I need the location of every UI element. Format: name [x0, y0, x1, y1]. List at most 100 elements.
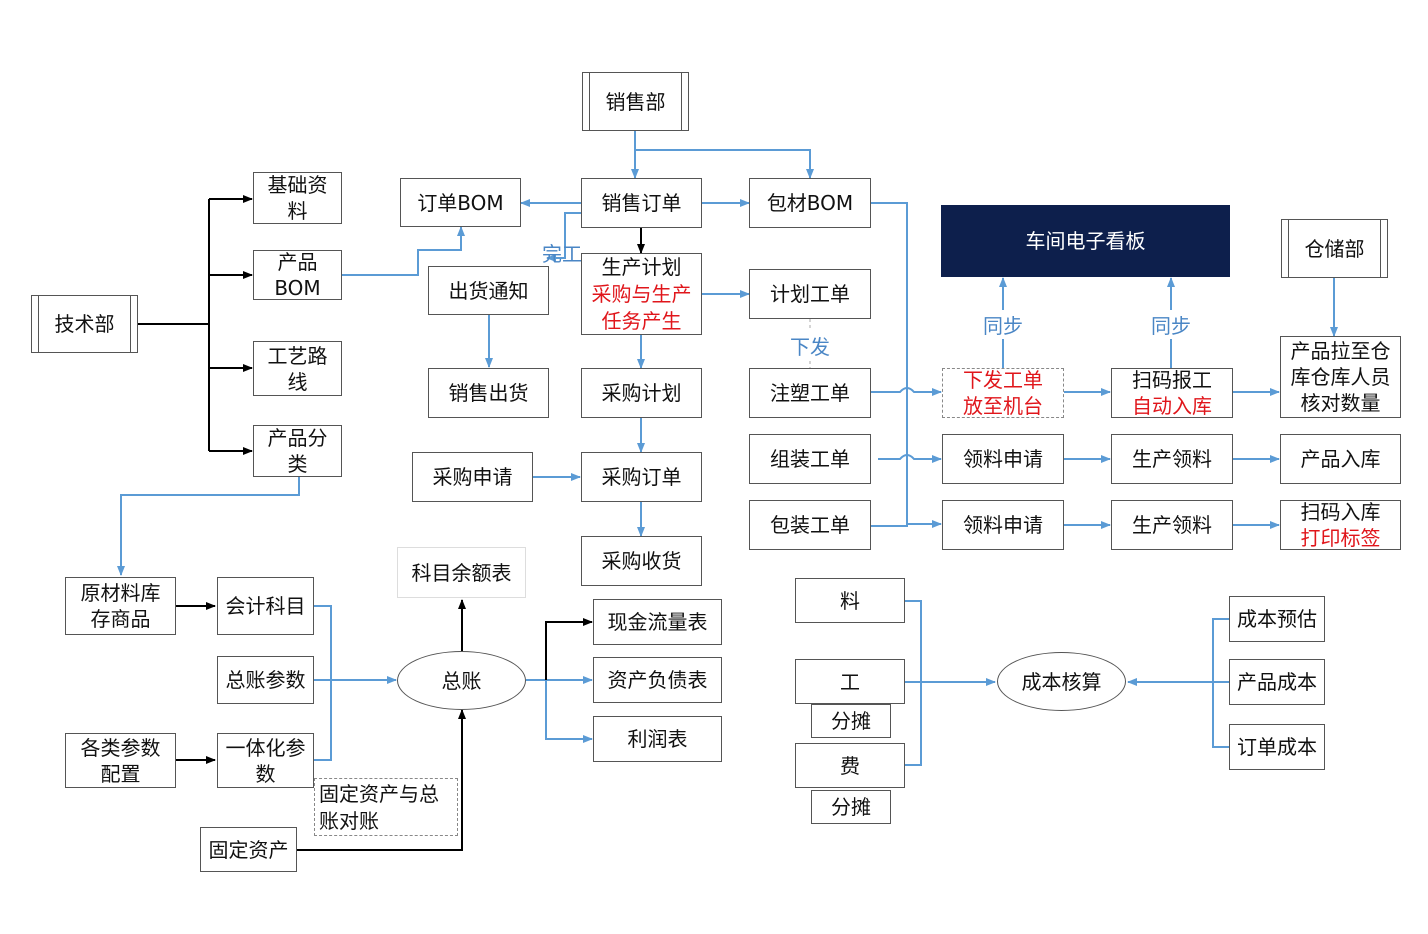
- injection-wo-box: 注塑工单: [749, 368, 871, 418]
- cash-flow-label: 现金流量表: [607, 610, 708, 634]
- kanban-box: 车间电子看板: [941, 205, 1230, 277]
- prod-plan-box: 生产计划 采购与生产任务产生: [581, 253, 702, 335]
- warehouse-dept-label: 仓储部: [1304, 236, 1365, 261]
- general-ledger-ellipse: 总账: [397, 651, 526, 710]
- balance-sheet-label: 资产负债表: [607, 668, 708, 692]
- balance-table-label: 科目余额表: [411, 560, 512, 585]
- dispatch-label: 下发: [790, 331, 830, 360]
- fa-recon-label: 固定资产与总账对账: [319, 782, 439, 833]
- prod-plan-label: 生产计划: [601, 254, 682, 279]
- sales-dept-box: 销售部: [582, 72, 689, 131]
- process-route-label: 工艺路线: [267, 343, 328, 394]
- acct-subject-box: 会计科目: [217, 577, 314, 635]
- purchase-request-box: 采购申请: [412, 452, 533, 502]
- print-label-label: 打印标签: [1300, 526, 1381, 550]
- acct-subject-label: 会计科目: [225, 594, 306, 618]
- prod-pick-1-box: 生产领料: [1111, 434, 1233, 484]
- edge-gl-to-cashflow: [545, 618, 593, 680]
- purchase-order-label: 采购订单: [601, 465, 682, 489]
- packing-wo-label: 包装工单: [770, 513, 850, 537]
- profit-box: 利润表: [593, 716, 722, 762]
- purchase-receive-box: 采购收货: [581, 536, 702, 586]
- expense-alloc-label: 分摊: [831, 795, 871, 819]
- injection-wo-label: 注塑工单: [770, 381, 850, 405]
- fixed-assets-box: 固定资产: [200, 827, 297, 872]
- gl-params-label: 总账参数: [225, 668, 306, 692]
- prod-pick-2-box: 生产领料: [1111, 500, 1233, 550]
- sales-order-box: 销售订单: [581, 178, 702, 228]
- product-class-label: 产品分类: [267, 426, 328, 476]
- product-in-label: 产品入库: [1300, 447, 1381, 471]
- cost-estimate-box: 成本预估: [1229, 596, 1325, 642]
- ship-notice-box: 出货通知: [428, 266, 549, 315]
- product-cost-label: 产品成本: [1237, 670, 1317, 694]
- plan-wo-label: 计划工单: [770, 282, 850, 306]
- edge-packbom-down: [871, 202, 908, 527]
- cost-accounting-label: 成本核算: [1021, 669, 1102, 694]
- assembly-wo-box: 组装工单: [749, 434, 871, 484]
- basic-data-label: 基础资料: [267, 173, 328, 223]
- prod-plan-note: 采购与生产任务产生: [591, 281, 692, 333]
- product-in-box: 产品入库: [1280, 434, 1401, 484]
- sales-ship-box: 销售出货: [428, 368, 549, 418]
- order-cost-box: 订单成本: [1229, 724, 1325, 770]
- labor-box: 工: [795, 659, 905, 704]
- warehouse-check-box: 产品拉至仓库仓库人员核对数量: [1280, 336, 1401, 418]
- labor-alloc-box: 分摊: [811, 704, 891, 738]
- plan-wo-box: 计划工单: [749, 269, 871, 319]
- product-class-box: 产品分类: [253, 425, 342, 477]
- edge-gl-to-profit: [545, 680, 593, 743]
- sync-label-2: 同步: [1151, 310, 1191, 339]
- balance-table-box: 科目余额表: [397, 547, 526, 598]
- balance-sheet-box: 资产负债表: [593, 657, 722, 703]
- material-req-2-label: 领料申请: [963, 513, 1043, 537]
- assembly-wo-label: 组装工单: [770, 447, 850, 471]
- issue-wo-box: 下发工单放至机台: [942, 368, 1064, 418]
- scan-in-label: 扫码入库: [1300, 500, 1381, 524]
- auto-stock-label: 自动入库: [1132, 394, 1212, 418]
- integration-params-box: 一体化参数: [217, 733, 314, 788]
- edge-order-to-shipnotice: [546, 212, 581, 262]
- pack-bom-box: 包材BOM: [749, 178, 871, 228]
- material-label: 料: [840, 588, 860, 613]
- cost-estimate-label: 成本预估: [1237, 607, 1317, 631]
- general-ledger-label: 总账: [441, 668, 482, 693]
- purchase-plan-label: 采购计划: [601, 381, 682, 405]
- basic-data-box: 基础资料: [253, 172, 342, 224]
- fixed-assets-label: 固定资产: [208, 837, 289, 862]
- material-box: 料: [795, 578, 905, 623]
- integration-params-label: 一体化参数: [225, 735, 306, 786]
- edge-class-to-raw: [117, 476, 300, 576]
- packing-wo-box: 包装工单: [749, 500, 871, 550]
- purchase-receive-label: 采购收货: [601, 549, 682, 573]
- param-config-label: 各类参数配置: [80, 735, 161, 786]
- prod-pick-2-label: 生产领料: [1132, 513, 1212, 537]
- sales-ship-label: 销售出货: [448, 381, 529, 405]
- sync-label-1: 同步: [983, 310, 1023, 339]
- sales-dept-label: 销售部: [605, 89, 666, 114]
- param-config-box: 各类参数配置: [65, 733, 176, 788]
- product-bom-label: 产品BOM: [274, 250, 321, 300]
- material-req-1-label: 领料申请: [963, 447, 1043, 471]
- scan-report-box: 扫码报工 自动入库: [1111, 368, 1233, 418]
- expense-box: 费: [795, 743, 905, 788]
- expense-alloc-box: 分摊: [811, 790, 891, 824]
- expense-label: 费: [840, 753, 860, 778]
- kanban-label: 车间电子看板: [1025, 229, 1146, 253]
- issue-wo-label: 下发工单放至机台: [963, 368, 1043, 418]
- fa-recon-box: 固定资产与总账对账: [314, 778, 458, 836]
- complete-label: 完工: [542, 242, 582, 266]
- raw-material-box: 原材料库存商品: [65, 577, 176, 635]
- edge-productbom-to-orderbom: [342, 226, 465, 276]
- order-bom-box: 订单BOM: [400, 178, 521, 227]
- tech-dept-label: 技术部: [54, 312, 115, 336]
- ship-notice-label: 出货通知: [448, 278, 529, 303]
- scan-in-box: 扫码入库 打印标签: [1280, 500, 1401, 550]
- cost-accounting-ellipse: 成本核算: [997, 652, 1126, 711]
- prod-pick-1-label: 生产领料: [1132, 447, 1212, 471]
- gl-params-box: 总账参数: [217, 656, 314, 704]
- product-cost-box: 产品成本: [1229, 659, 1325, 705]
- labor-alloc-label: 分摊: [831, 709, 871, 733]
- product-bom-box: 产品BOM: [253, 250, 342, 300]
